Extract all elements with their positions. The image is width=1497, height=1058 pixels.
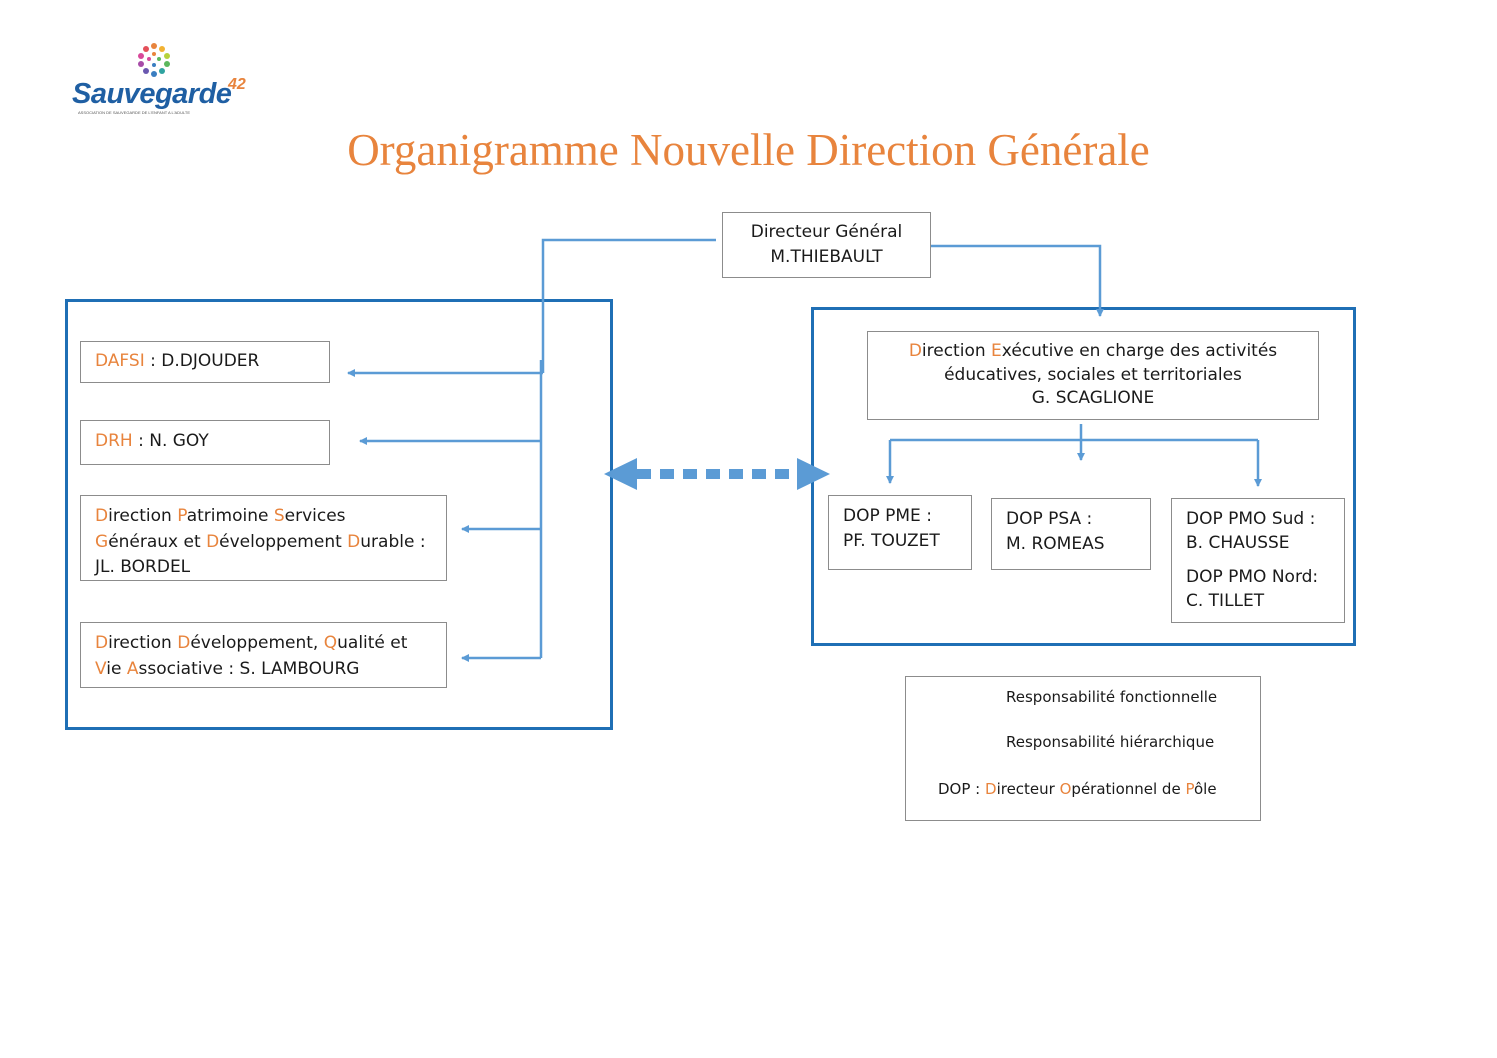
initial-o: O (1059, 780, 1072, 798)
logo-brand-text: Sauvegarde (72, 78, 232, 110)
initial-v: V (95, 659, 107, 679)
patrimoine-line-2: Généraux et Développement Durable : (95, 530, 446, 556)
dg-to-left-line (541, 238, 716, 373)
directeur-general-box: Directeur Général M.THIEBAULT (722, 212, 931, 278)
left-directions-frame (65, 299, 613, 730)
dop-pmo-nord-name: C. TILLET (1186, 591, 1265, 611)
drh-label: DRH (95, 431, 133, 451)
text-part: pérationnel de (1071, 780, 1186, 798)
drh-box: DRH : N. GOY (80, 420, 330, 465)
drh-sep: : (132, 431, 150, 451)
initial-d: D (908, 341, 922, 361)
legend-functional-label: Responsabilité fonctionnelle (1006, 688, 1218, 706)
initial-q: Q (323, 633, 338, 653)
initial-e: E (991, 341, 1002, 361)
legend-hierarchical-label: Responsabilité hiérarchique (1006, 733, 1215, 751)
logo-circle-icon (138, 43, 170, 77)
text-part: urable : (360, 531, 426, 552)
dop-pmo-sud-name: B. CHAUSSE (1186, 533, 1290, 553)
text-part: éveloppement (219, 531, 348, 552)
logo-number: 42 (228, 76, 246, 93)
text-part: irecteur (996, 780, 1060, 798)
text-part: irection (108, 633, 178, 653)
initial-g: G (95, 531, 109, 552)
initial-p: P (1185, 780, 1194, 798)
dafsi-sep: : (144, 351, 162, 371)
logo-tagline: ASSOCIATION DE SAUVEGARDE DE L'ENFANT A … (78, 110, 191, 115)
initial-d: D (206, 531, 220, 552)
dafsi-label: DAFSI (95, 351, 145, 371)
dop-pmo-box: DOP PMO Sud : B. CHAUSSE DOP PMO Nord: C… (1171, 498, 1345, 623)
dg-name: M.THIEBAULT (770, 247, 883, 267)
developpement-box: Direction Développement, Qualité et Vie … (80, 622, 447, 688)
dop-psa-box: DOP PSA : M. ROMEAS (991, 498, 1151, 570)
dop-psa-title: DOP PSA : (1006, 509, 1093, 529)
patrimoine-name: JL. BORDEL (95, 557, 191, 577)
text-part: éveloppement, (190, 633, 324, 653)
text-part: ssociative : S. LAMBOURG (138, 659, 360, 679)
patrimoine-box: Direction Patrimoine Services Généraux e… (80, 495, 447, 581)
text-part: énéraux et (108, 531, 207, 552)
dop-psa-name: M. ROMEAS (1006, 534, 1105, 554)
patrimoine-line-1: Direction Patrimoine Services (95, 504, 446, 530)
legend-box (905, 676, 1261, 821)
text-part: irection (108, 506, 178, 526)
developpement-line-2: Vie Associative : S. LAMBOURG (95, 656, 446, 682)
text-part: ualité et (337, 633, 408, 653)
text-part: ôle (1193, 780, 1217, 798)
dop-pme-title: DOP PME : (843, 506, 932, 526)
text-part: ervices (284, 506, 346, 526)
sauvegarde-logo: Sauvegarde 42 ASSOCIATION DE SAUVEGARDE … (70, 42, 260, 122)
initial-d: D (95, 633, 109, 653)
initial-p: P (177, 506, 187, 526)
initial-a: A (126, 659, 139, 679)
executive-name: G. SCAGLIONE (1031, 388, 1155, 408)
drh-name: N. GOY (149, 431, 209, 451)
dafsi-box: DAFSI : D.DJOUDER (80, 341, 330, 383)
dafsi-name: D.DJOUDER (161, 351, 260, 371)
initial-d: D (985, 780, 997, 798)
dop-pmo-nord-title: DOP PMO Nord: (1186, 567, 1319, 587)
initial-d: D (95, 506, 109, 526)
functional-double-arrow (604, 458, 830, 490)
developpement-line-1: Direction Développement, Qualité et (95, 630, 446, 656)
legend-dop-definition: DOP : Directeur Opérationnel de Pôle (938, 780, 1217, 798)
executive-box: Direction Exécutive en charge des activi… (867, 331, 1319, 420)
dop-pme-box: DOP PME : PF. TOUZET (828, 495, 972, 570)
text-part: atrimoine (186, 506, 274, 526)
dop-pmo-sud-title: DOP PMO Sud : (1186, 509, 1316, 529)
executive-line-2: éducatives, sociales et territoriales (944, 364, 1242, 385)
arrow-to-executive (930, 244, 1104, 317)
text-part: xécutive en charge des activités (1001, 341, 1278, 361)
executive-line-1: Direction Exécutive en charge des activi… (868, 340, 1318, 364)
dg-title: Directeur Général (750, 222, 903, 242)
text-part: DOP : (938, 780, 985, 798)
text-part: ie (106, 659, 127, 679)
text-part: irection (921, 341, 992, 361)
page-title: Organigramme Nouvelle Direction Générale (347, 125, 1150, 175)
initial-d: D (177, 633, 191, 653)
dop-pme-name: PF. TOUZET (843, 531, 940, 551)
initial-s: S (273, 506, 285, 526)
initial-d: D (347, 531, 361, 552)
